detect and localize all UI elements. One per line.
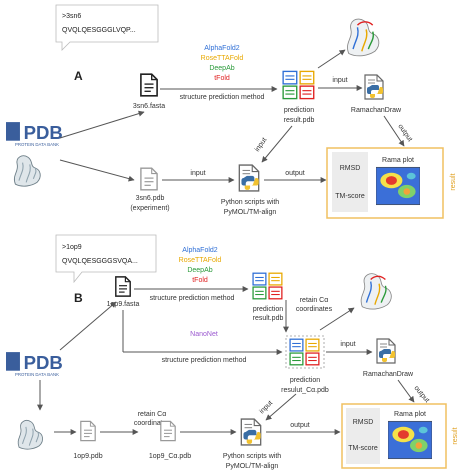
panel-letter-a: A — [74, 69, 83, 83]
fasta-file-icon-b — [115, 276, 131, 297]
input-label1-a: input — [332, 77, 347, 84]
rmsd-label-a: RMSD — [340, 165, 361, 172]
pdb-file-icon-b — [80, 420, 96, 442]
seq-b: QVQLQESGGGSVQA... — [62, 258, 138, 265]
fasta-file-icon-a — [140, 73, 158, 97]
pred-ca-label2-b: resulut_Cα.pdb — [281, 387, 329, 394]
tool-alphafold-b: AlphaFold2 — [182, 247, 218, 254]
seq-a: QVQLQESGGGLVQP... — [62, 27, 136, 34]
input-label3-a: input — [190, 170, 205, 177]
output-label1-b: output — [412, 385, 430, 404]
output-label2-b: output — [290, 422, 310, 429]
pdb-ca-file-icon-b — [160, 420, 176, 442]
arrow-rama-to-result-a — [383, 115, 405, 147]
arrow-ca-to-python-b — [265, 393, 297, 421]
tool-tfold-b: tFold — [192, 277, 208, 284]
arrow-to-protein-image-b — [319, 307, 355, 331]
predicted-structures-icon-a — [346, 18, 380, 57]
ramachandraw-label-b: RamachanDraw — [363, 371, 414, 378]
method-label-a: structure prediction method — [180, 94, 265, 101]
pdb-logo-icon-a — [6, 122, 63, 147]
output-label1-a: output — [396, 123, 413, 143]
tool-tfold-a: tFold — [214, 75, 230, 82]
tool-rosettafold-b: RoseTTAFold — [179, 257, 222, 264]
arrow-prediction-to-python-a — [261, 125, 293, 163]
arrow-rama-to-result-b — [397, 379, 415, 403]
tool-nanonet-b: NanoNet — [190, 331, 218, 338]
prediction-label1-a: prediction — [284, 107, 314, 114]
metrics-box-a — [332, 152, 368, 212]
result-box-b — [341, 403, 447, 469]
protein-structure-icon-b — [17, 419, 44, 450]
fasta-label-a: 3sn6.fasta — [133, 103, 165, 110]
ramachandraw-icon-a — [364, 74, 384, 100]
prediction-label2-b: result.pdb — [253, 315, 284, 322]
arrow-to-protein-image-a — [317, 49, 346, 69]
rama-plot-label-a: Rama plot — [382, 157, 414, 164]
panel-letter-b: B — [74, 291, 83, 305]
arrow-pdb-to-pdbfile-a — [59, 159, 135, 182]
retain-label4-b: coordinates — [134, 420, 171, 427]
panel-a: >3sn6 QVQLQESGGGLVQP... A 3sn6.fasta 3sn… — [6, 4, 457, 219]
rama-plot-label-b: Rama plot — [394, 411, 426, 418]
tmscore-label-b: TM-score — [348, 445, 378, 452]
seq-id-a: >3sn6 — [62, 13, 81, 20]
tool-alphafold-a: AlphaFold2 — [204, 45, 240, 52]
tool-rosettafold-a: RoseTTAFold — [201, 55, 244, 62]
python-label2-a: PyMOL/TM-align — [224, 209, 277, 216]
method-label-b: structure prediction method — [150, 295, 235, 302]
pdb-note-label-a: (experiment) — [130, 205, 169, 212]
tool-deepab-b: DeepAb — [187, 267, 212, 274]
python-scripts-icon-a — [238, 164, 260, 192]
protein-structure-icon-a — [13, 155, 41, 187]
result-label-b: result — [452, 427, 459, 444]
result-box-a — [326, 147, 444, 219]
predicted-structures-icon-b — [360, 272, 393, 310]
tmscore-label-a: TM-score — [335, 193, 365, 200]
pdb-logo-icon-b — [6, 352, 63, 377]
ramachandraw-icon-b — [376, 338, 396, 364]
sequence-bubble-b — [55, 234, 157, 284]
seq-id-b: >1op9 — [62, 244, 82, 251]
python-label1-a: Python scripts with — [221, 199, 279, 206]
input-label1-b: input — [340, 341, 355, 348]
pdb-file-icon-a — [140, 167, 158, 191]
retain-label2-b: coordinates — [296, 306, 333, 313]
ramachandraw-label-a: RamachanDraw — [351, 107, 402, 114]
retain-label1-b: retain Cα — [300, 297, 329, 304]
python-label2-b: PyMOL/TM-align — [226, 463, 279, 470]
prediction-label2-a: result.pdb — [284, 117, 315, 124]
input-label2-a: input — [254, 137, 268, 153]
result-label-a: result — [450, 173, 457, 190]
python-scripts-icon-b — [240, 418, 262, 446]
pdb-ca-label-b: 1op9_Cα.pdb — [149, 453, 191, 460]
prediction-label1-b: prediction — [253, 306, 283, 313]
prediction-files-icon-a — [282, 70, 315, 100]
pdb-file-label-b: 1op9.pdb — [73, 453, 102, 460]
metrics-box-b — [346, 408, 380, 464]
rmsd-label-b: RMSD — [353, 419, 374, 426]
rama-plot-image-b — [388, 420, 432, 460]
arrow-fasta-to-pdb-a — [59, 110, 145, 139]
fasta-label-b: 1op9.fasta — [107, 301, 140, 308]
sequence-bubble-a — [55, 4, 159, 51]
tool-deepab-a: DeepAb — [209, 65, 234, 72]
output-label2-a: output — [285, 170, 305, 177]
retain-label3-b: retain Cα — [138, 411, 167, 418]
prediction-files-icon-b — [252, 272, 283, 300]
arrow-fasta-to-pdb-b — [59, 301, 117, 351]
rama-plot-image-a — [376, 166, 420, 206]
pred-ca-label1-b: prediction — [290, 377, 320, 384]
input-label2-b: input — [258, 400, 274, 416]
python-label1-b: Python scripts with — [223, 453, 281, 460]
pdb-file-label-a: 3sn6.pdb — [136, 195, 165, 202]
panel-b: >1op9 QVQLQESGGGSVQA... B 1op9.fasta Alp… — [6, 234, 459, 470]
method2-label-b: structure prediction method — [162, 357, 247, 364]
